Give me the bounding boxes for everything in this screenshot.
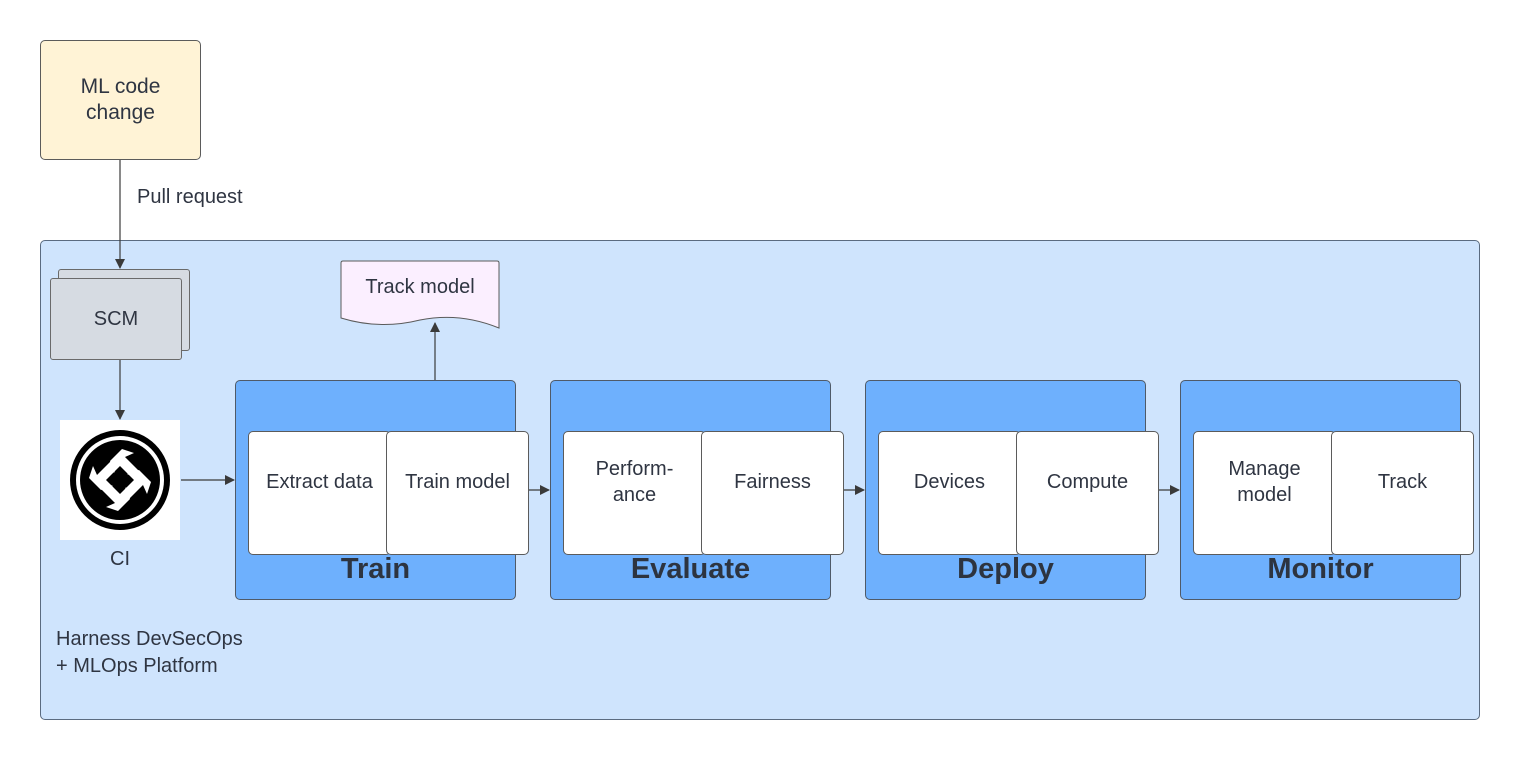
ml-code-change-label: ML code change	[80, 75, 161, 124]
scm-label: SCM	[93, 307, 139, 330]
ml-code-change-box: ML code change	[40, 40, 201, 160]
stage-train-item-2: Train model	[386, 431, 529, 555]
stage-deploy: Devices Compute Deploy	[865, 380, 1159, 600]
ci-box	[60, 420, 180, 540]
stage-train-item-1: Extract data	[248, 431, 391, 555]
document-shape	[340, 260, 500, 329]
stage-deploy-title: Deploy	[957, 553, 1054, 585]
stage-train-title: Train	[340, 553, 411, 585]
stage-evaluate: Perform-ance Fairness Evaluate	[550, 380, 844, 600]
stage-deploy-item-2: Compute	[1016, 431, 1159, 555]
pull-request-label: Pull request	[137, 186, 243, 208]
scm-box: SCM	[50, 278, 182, 360]
track-model-label: Track model	[365, 276, 475, 298]
stage-evaluate-item-1: Perform-ance	[563, 431, 706, 555]
stage-evaluate-title: Evaluate	[630, 553, 751, 585]
platform-label: Harness DevSecOps + MLOps Platform	[56, 628, 243, 677]
ci-label: CI	[110, 548, 130, 570]
stage-monitor-item-2: Track	[1331, 431, 1474, 555]
stage-deploy-item-1: Devices	[878, 431, 1021, 555]
stage-monitor-title: Monitor	[1267, 553, 1374, 585]
stage-evaluate-item-2: Fairness	[701, 431, 844, 555]
track-model-document: Track model	[340, 260, 500, 332]
stage-train: Extract data Train model Train	[235, 380, 529, 600]
stage-monitor: Manage model Track Monitor	[1180, 380, 1474, 600]
stage-monitor-item-1: Manage model	[1193, 431, 1336, 555]
ci-cycle-icon	[70, 430, 170, 530]
